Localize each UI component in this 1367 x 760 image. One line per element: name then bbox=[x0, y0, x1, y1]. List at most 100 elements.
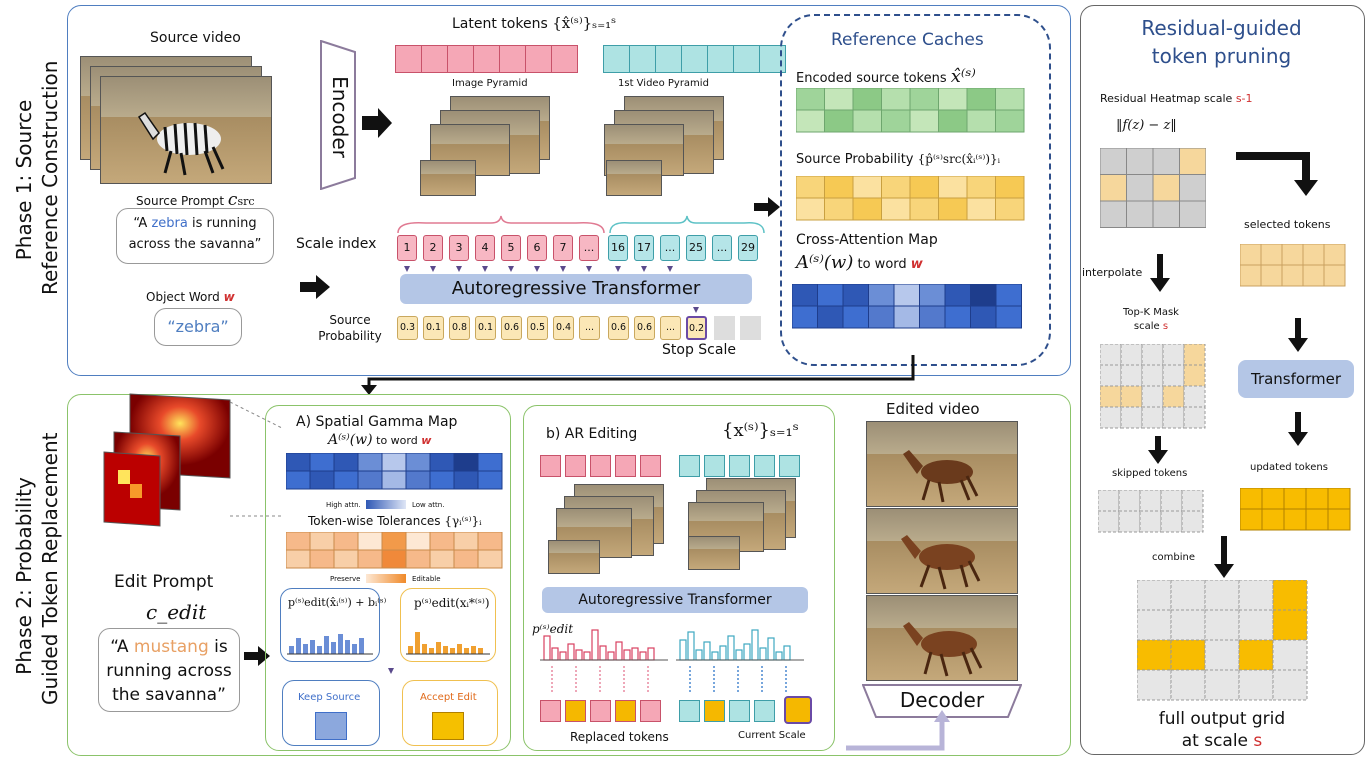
scale-index-cell: ... bbox=[660, 235, 680, 261]
tolerance-grid bbox=[286, 532, 503, 569]
cross-attention-formula: A⁽ˢ⁾(w) to word w bbox=[796, 252, 923, 273]
p-edit-label: p⁽ˢ⁾edit bbox=[532, 622, 574, 636]
source-prompt-label: Source Prompt csrc bbox=[136, 190, 255, 210]
encoder-block bbox=[320, 40, 356, 190]
spatial-gamma-panel bbox=[265, 405, 511, 751]
residual-formula: ‖f(z) − z‖ bbox=[1116, 118, 1177, 133]
decoder-block bbox=[862, 684, 1022, 718]
ar-editing-formula: {x⁽ˢ⁾}ₛ₌₁ˢ bbox=[722, 420, 799, 441]
edited-video-title: Edited video bbox=[886, 400, 980, 418]
phase1-panel bbox=[67, 5, 1071, 376]
heatmap-callout bbox=[229, 401, 283, 517]
scale-index-cell: ... bbox=[579, 235, 599, 261]
edit-histogram-video bbox=[676, 629, 804, 661]
empty-cell bbox=[740, 316, 761, 340]
arrow-encoder-out bbox=[362, 108, 392, 138]
keep-source-distribution bbox=[280, 588, 380, 662]
stop-scale-label: Stop Scale bbox=[662, 342, 736, 358]
scale-index-cell: 1 bbox=[397, 235, 417, 261]
encoder-label: Encoder bbox=[328, 76, 352, 158]
low-attn-label: Low attn. bbox=[412, 501, 445, 509]
cross-attention-label: Cross-Attention Map bbox=[796, 232, 938, 248]
updated-tokens-label: updated tokens bbox=[1250, 462, 1328, 473]
probability-cell: 0.6 bbox=[501, 316, 522, 340]
heatmap-to-selected-arrow bbox=[1236, 152, 1318, 196]
combine-label: combine bbox=[1152, 552, 1195, 563]
source-probability-cache-label: Source Probability {p̂⁽ˢ⁾src(x̂ᵢ⁽ˢ⁾)}ᵢ bbox=[796, 152, 1001, 167]
scale-index-cell: 25 bbox=[686, 235, 706, 261]
video-brace bbox=[609, 215, 765, 234]
pruning-transformer: Transformer bbox=[1238, 360, 1354, 398]
phase-connector bbox=[361, 355, 915, 395]
skipped-tokens-grid bbox=[1098, 490, 1204, 533]
probability-cell: 0.1 bbox=[423, 316, 444, 340]
full-output-grid bbox=[1137, 580, 1308, 701]
edit-histogram-image bbox=[540, 629, 668, 661]
probability-cell: 0.3 bbox=[397, 316, 418, 340]
arrow-to-caches bbox=[754, 197, 780, 217]
heatmap-stack bbox=[103, 393, 231, 527]
edit-prompt-label: Edit Prompt bbox=[114, 572, 214, 592]
selected-to-transformer-arrow bbox=[1288, 318, 1308, 352]
preserve-label: Preserve bbox=[330, 575, 361, 583]
selected-tokens-label: selected tokens bbox=[1244, 218, 1331, 231]
interpolate-label: interpolate bbox=[1082, 266, 1143, 279]
keep-formula: p⁽ˢ⁾edit(x̂ᵢ⁽ˢ⁾) + bᵢ⁽ˢ⁾ bbox=[288, 596, 387, 609]
encoded-tokens-label: Encoded source tokens x̂⁽ˢ⁾ bbox=[796, 66, 976, 87]
cross-attention-grid bbox=[792, 284, 1022, 329]
encoded-tokens-grid bbox=[796, 88, 1025, 133]
decoder-label: Decoder bbox=[899, 688, 985, 712]
pruning-panel bbox=[1080, 5, 1365, 755]
keep-source-token bbox=[315, 712, 347, 740]
zebra-figure bbox=[137, 111, 225, 176]
heatmap-label: Residual Heatmap scale s-1 bbox=[1100, 92, 1253, 105]
scale-index-cell: ... bbox=[712, 235, 732, 261]
keep-source-label: Keep Source bbox=[298, 692, 361, 703]
video-pyramid-label: 1st Video Pyramid bbox=[618, 78, 709, 89]
latent-tokens-title: Latent tokens {x̂⁽ˢ⁾}ₛ₌₁ˢ bbox=[452, 14, 617, 32]
autoregressive-transformer: Autoregressive Transformer bbox=[400, 274, 752, 304]
scale-index-cell: 4 bbox=[475, 235, 495, 261]
empty-cell bbox=[714, 316, 735, 340]
gamma-attn-label: A⁽ˢ⁾(w) to word w bbox=[328, 432, 432, 448]
replaced-tokens-label: Replaced tokens bbox=[570, 730, 669, 744]
gamma-decision-arrow bbox=[388, 668, 394, 674]
accept-edit-label: Accept Edit bbox=[420, 692, 477, 703]
stop-scale-cell: 0.2 bbox=[686, 316, 707, 340]
scale-index-cell: 29 bbox=[738, 235, 758, 261]
selected-tokens-grid bbox=[1240, 244, 1346, 287]
scale-index-cell: 16 bbox=[608, 235, 628, 261]
accept-edit-box bbox=[402, 680, 498, 746]
object-word-label: Object Word w bbox=[146, 290, 235, 304]
arrow-to-transformer bbox=[300, 275, 330, 299]
current-scale-label: Current Scale bbox=[738, 730, 806, 741]
ar-editing-panel bbox=[523, 405, 835, 751]
source-probability-grid bbox=[796, 176, 1025, 221]
probability-cell: 0.6 bbox=[608, 316, 629, 340]
reference-caches-title: Reference Caches bbox=[831, 30, 984, 50]
scale-index-cell: 2 bbox=[423, 235, 443, 261]
high-attn-label: High attn. bbox=[326, 501, 361, 509]
combine-arrow bbox=[1214, 536, 1234, 578]
keep-source-box bbox=[282, 680, 380, 746]
ar-editing-title: b) AR Editing bbox=[546, 426, 638, 442]
transformer-to-updated-arrow bbox=[1288, 412, 1308, 446]
accept-edit-token bbox=[432, 712, 464, 740]
output-grid-caption: full output grid at scale s bbox=[1158, 709, 1286, 751]
image-pyramid-label: Image Pyramid bbox=[452, 78, 528, 89]
object-word-bubble: “zebra” bbox=[154, 308, 242, 346]
probability-cell: 0.4 bbox=[553, 316, 574, 340]
stop-arrow bbox=[693, 307, 699, 313]
updated-tokens-grid bbox=[1240, 488, 1351, 531]
probability-cell: ... bbox=[579, 316, 600, 340]
tolerance-colorbar bbox=[366, 574, 406, 583]
scale-index-cell: 3 bbox=[449, 235, 469, 261]
probability-cell: 0.5 bbox=[527, 316, 548, 340]
interpolate-arrow bbox=[1150, 254, 1170, 292]
spatial-gamma-title: A) Spatial Gamma Map bbox=[296, 414, 458, 430]
scale-index-cell: 17 bbox=[634, 235, 654, 261]
